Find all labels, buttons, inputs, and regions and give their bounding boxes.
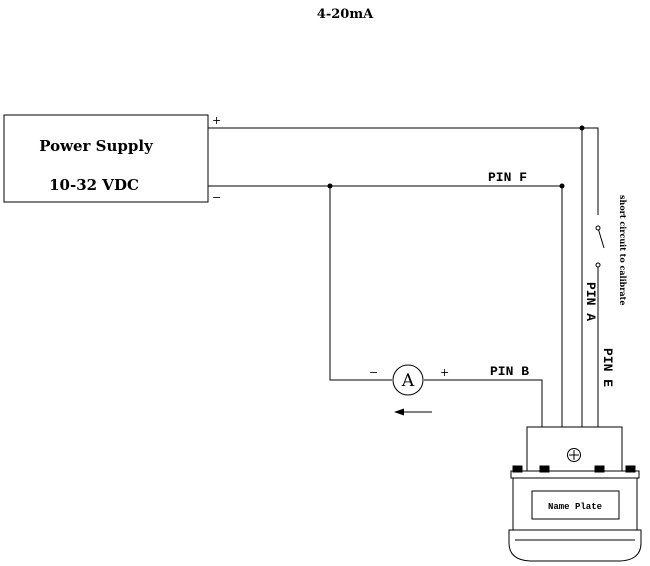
bolt-4 xyxy=(625,465,636,473)
junction-dot-pin-f xyxy=(559,183,565,189)
transmitter-device xyxy=(508,426,642,562)
power-supply-voltage: 10-32 VDC xyxy=(49,176,139,194)
name-plate-label: Name Plate xyxy=(548,502,602,512)
ammeter-plus-label: + xyxy=(440,366,449,379)
power-supply-minus-label: − xyxy=(212,191,221,204)
bolt-2 xyxy=(539,465,550,473)
switch-label: short circuit to calibrate xyxy=(618,195,628,305)
ammeter: A − + xyxy=(369,364,449,396)
power-supply: Power Supply 10-32 VDC + − xyxy=(3,114,221,204)
calibration-switch xyxy=(597,227,605,249)
pin-a-label: PIN A xyxy=(583,282,598,321)
junction-dot-positive xyxy=(579,125,585,131)
pin-b-label: PIN B xyxy=(490,364,529,379)
ammeter-circle xyxy=(392,364,424,396)
wire-pin-f xyxy=(208,185,563,427)
junction-dot-negative xyxy=(327,183,333,189)
device-flange xyxy=(510,470,640,479)
power-supply-box xyxy=(3,114,209,203)
ammeter-minus-label: − xyxy=(369,366,378,379)
switch-contact-top xyxy=(595,225,601,231)
power-supply-label: Power Supply xyxy=(39,137,154,155)
wire-positive xyxy=(208,127,599,215)
bolt-3 xyxy=(594,465,605,473)
power-supply-plus-label: + xyxy=(212,114,221,127)
name-plate-box xyxy=(531,490,620,520)
current-direction-arrow-icon xyxy=(394,408,432,416)
pin-e-label: PIN E xyxy=(600,348,615,387)
pin-f-label: PIN F xyxy=(488,170,527,185)
wire-branch-ammeter xyxy=(329,186,392,381)
device-base xyxy=(508,529,642,562)
ammeter-symbol: A xyxy=(401,371,415,391)
switch-contact-bottom xyxy=(595,262,601,268)
diagram-title: 4-20mA xyxy=(317,7,374,22)
bolt-1 xyxy=(512,465,523,473)
wire-pin-b xyxy=(424,379,543,427)
